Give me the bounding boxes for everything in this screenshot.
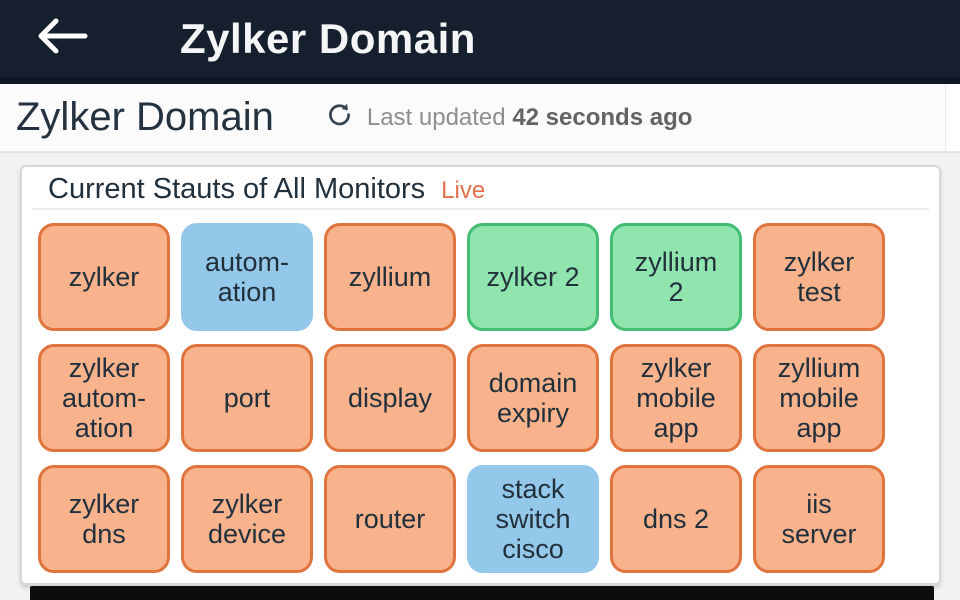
monitor-tile-label: zyllium 2 (634, 246, 718, 307)
monitor-grid: zylker autom- ation zyllium zylker 2 zyllium… (22, 210, 939, 573)
page-header: Zylker Domain Last updated 42 seconds ag… (0, 84, 960, 153)
page-title: Zylker Domain (16, 95, 274, 139)
monitor-tile[interactable]: zyllium mobile app (753, 344, 885, 452)
monitor-tile-label: stack switch cisco (495, 473, 571, 565)
monitor-tile-label: zyllium mobile app (777, 352, 861, 444)
monitor-tile-label: zylker (68, 261, 140, 292)
monitor-tile[interactable]: zylker autom- ation (38, 344, 170, 452)
monitor-tile[interactable]: iis server (753, 465, 885, 573)
app-bar-title: Zylker Domain (180, 14, 476, 62)
card-title: Current Stauts of All Monitors (48, 173, 426, 205)
divider (32, 208, 929, 210)
monitor-tile-label: zylker dns (68, 488, 140, 549)
monitor-tile-label: domain expiry (488, 367, 578, 428)
bottom-navigation-bar[interactable] (30, 586, 934, 600)
monitor-tile-label: autom- ation (204, 246, 290, 307)
monitor-tile-label: zylker device (207, 488, 287, 549)
back-button[interactable] (34, 17, 92, 61)
scrollbar-track[interactable] (945, 84, 960, 151)
arrow-left-icon (34, 14, 92, 63)
monitor-tile-label: iis server (781, 488, 857, 549)
monitor-tile-label: zylker 2 (486, 261, 580, 292)
monitor-tile[interactable]: autom- ation (181, 223, 313, 331)
monitor-tile[interactable]: zyllium 2 (610, 223, 742, 331)
monitor-tile-label: zylker autom- ation (61, 352, 147, 444)
monitor-tile[interactable]: zylker (38, 223, 170, 331)
monitor-tile[interactable]: display (324, 344, 456, 452)
monitor-tile[interactable]: zylker device (181, 465, 313, 573)
last-updated-text: Last updated 42 seconds ago (367, 104, 693, 132)
last-updated-label: Last updated (366, 103, 506, 131)
monitor-tile-label: router (354, 503, 426, 534)
monitor-tile[interactable]: domain expiry (467, 344, 599, 452)
monitor-tile[interactable]: zylker test (753, 223, 885, 331)
app-bar: Zylker Domain (0, 0, 960, 84)
monitor-tile-label: zyllium (348, 261, 432, 292)
monitor-tile-label: zylker mobile app (636, 352, 716, 444)
monitor-tile[interactable]: zyllium (324, 223, 456, 331)
live-badge: Live (441, 177, 486, 204)
monitor-tile-label: dns 2 (642, 503, 710, 534)
monitor-tile[interactable]: router (324, 465, 456, 573)
card-header: Current Stauts of All Monitors Live (22, 167, 939, 208)
monitors-card: Current Stauts of All Monitors Live zylk… (20, 165, 941, 585)
refresh-button[interactable] (326, 102, 353, 134)
monitor-tile[interactable]: zylker dns (38, 465, 170, 573)
monitor-tile[interactable]: dns 2 (610, 465, 742, 573)
monitor-tile[interactable]: port (181, 344, 313, 452)
monitor-tile[interactable]: zylker mobile app (610, 344, 742, 452)
monitor-tile-label: display (347, 382, 433, 413)
last-updated-value: 42 seconds ago (512, 103, 693, 131)
monitor-tile-label: zylker test (783, 246, 855, 307)
refresh-icon (326, 102, 353, 134)
monitor-tile[interactable]: stack switch cisco (467, 465, 599, 573)
monitor-tile[interactable]: zylker 2 (467, 223, 599, 331)
monitor-tile-label: port (223, 382, 271, 413)
